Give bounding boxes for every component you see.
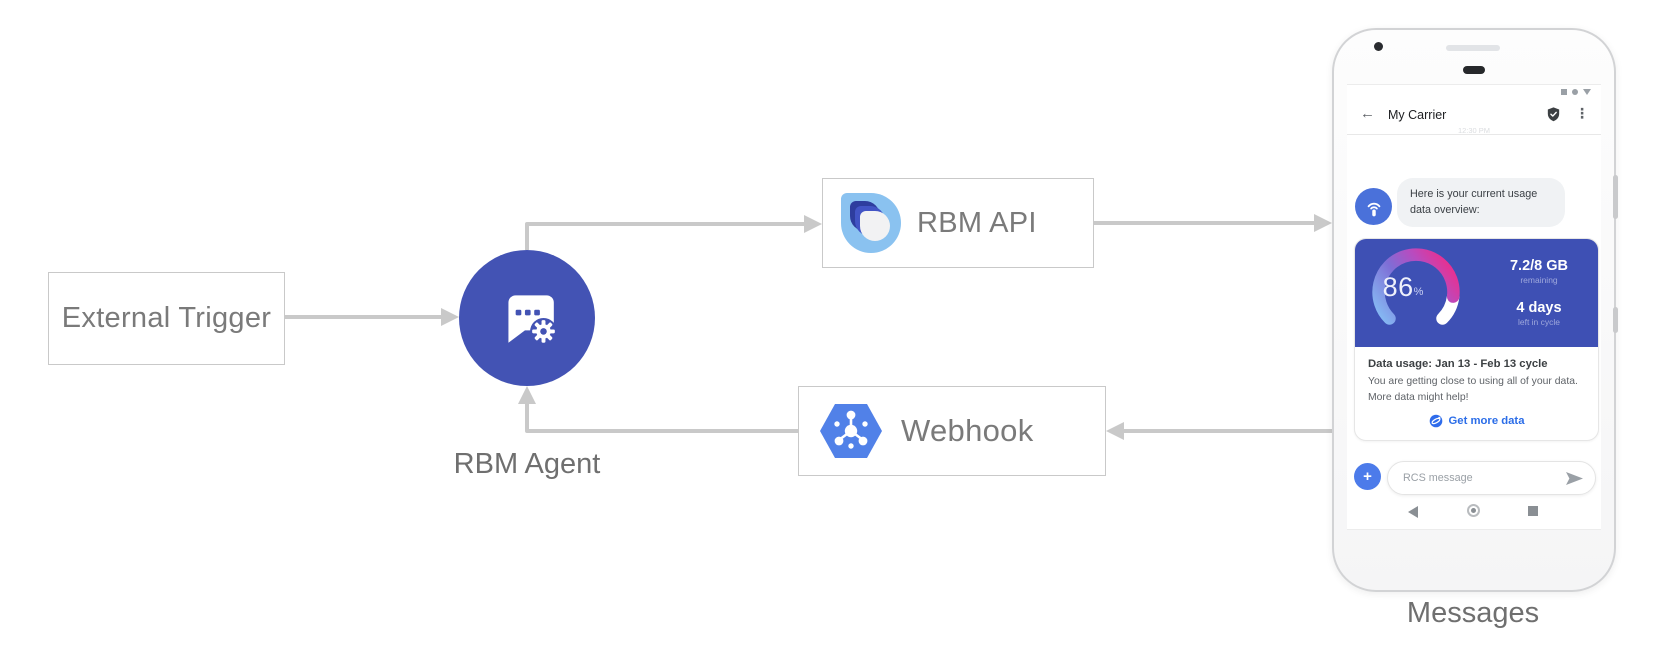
antenna-broadcast-icon [1361,194,1387,220]
status-triangle-icon [1583,89,1591,95]
agent-message-bubble: Here is your current usage data overview… [1397,178,1565,228]
quota-caption: remaining [1520,275,1558,286]
nav-recents-button[interactable] [1528,506,1538,516]
phone-power-button [1613,175,1618,219]
rbm-agent-node [459,250,595,386]
arrow-agent-to-api-line [525,222,806,250]
attach-plus-button[interactable]: + [1354,463,1381,490]
conversation-title: My Carrier [1388,108,1447,122]
messages-caption: Messages [1406,597,1540,629]
days-value: 4 days [1516,299,1562,316]
message-input-placeholder: RCS message [1403,472,1473,484]
overflow-menu-icon[interactable]: ⋮ [1575,105,1589,121]
external-trigger-label: External Trigger [61,302,272,334]
arrowhead-to-webhook [1106,422,1124,440]
usage-gauge-panel: 86 % 7.2/8 GB remaining 4 days left in c… [1355,239,1598,347]
speaker-slot [1446,45,1500,51]
phone-screen: ← My Carrier ⋮ 12:30 PM [1347,84,1601,530]
arrowhead-to-phone [1314,214,1332,232]
webhook-label: Webhook [901,413,1034,448]
rbm-api-box: RBM API [822,178,1094,268]
usage-percent-value: 86 [1382,271,1414,302]
data-usage-rich-card: 86 % 7.2/8 GB remaining 4 days left in c… [1354,238,1599,442]
usage-card-title: Data usage: Jan 13 - Feb 13 cycle [1368,358,1548,370]
pubsub-hexagon-icon [819,403,883,459]
usage-gauge [1368,244,1464,340]
verified-shield-icon[interactable] [1545,106,1562,123]
status-bar [1561,89,1591,95]
arrowhead-to-agent [441,308,459,326]
usage-percent: 86 % [1355,239,1451,335]
get-more-data-label: Get more data [1448,415,1525,428]
days-caption: left in cycle [1517,316,1561,327]
chat-gear-icon [494,285,560,351]
nav-back-button[interactable] [1408,506,1418,518]
message-input[interactable]: RCS message [1387,461,1596,495]
usage-percent-unit: % [1413,286,1424,298]
arrowhead-to-agent-bottom [518,386,536,404]
rbm-agent-label: RBM Agent [453,448,601,480]
usage-stats: 7.2/8 GB remaining 4 days left in cycle [1487,239,1591,347]
rbm-api-label: RBM API [917,206,1037,239]
back-arrow-icon[interactable]: ← [1360,105,1375,122]
globe-icon [1429,414,1443,428]
earpiece [1463,66,1485,74]
get-more-data-button[interactable]: Get more data [1368,414,1585,428]
webhook-box: Webhook [798,386,1106,476]
phone-device: ← My Carrier ⋮ 12:30 PM [1332,28,1618,592]
quota-value: 7.2/8 GB [1509,258,1569,275]
header-timestamp: 12:30 PM [1457,126,1491,135]
usage-card-text: You are getting close to using all of yo… [1368,376,1578,403]
conversation-header: ← My Carrier ⋮ 12:30 PM [1347,85,1601,135]
phone-volume-button [1613,307,1618,333]
external-trigger-box: External Trigger [48,272,285,365]
arrowhead-to-api [804,215,822,233]
nav-home-button[interactable] [1467,504,1480,517]
front-camera-icon [1374,42,1383,51]
agent-avatar [1355,188,1392,225]
status-square-icon [1561,89,1567,95]
android-navbar [1347,504,1601,518]
rbm-api-logo-icon [841,193,901,253]
status-dot-icon [1572,89,1578,95]
arrow-webhook-to-agent-line [525,402,798,433]
send-icon[interactable] [1566,471,1583,485]
usage-card-body: Data usage: Jan 13 - Feb 13 cycle You ar… [1355,347,1598,440]
